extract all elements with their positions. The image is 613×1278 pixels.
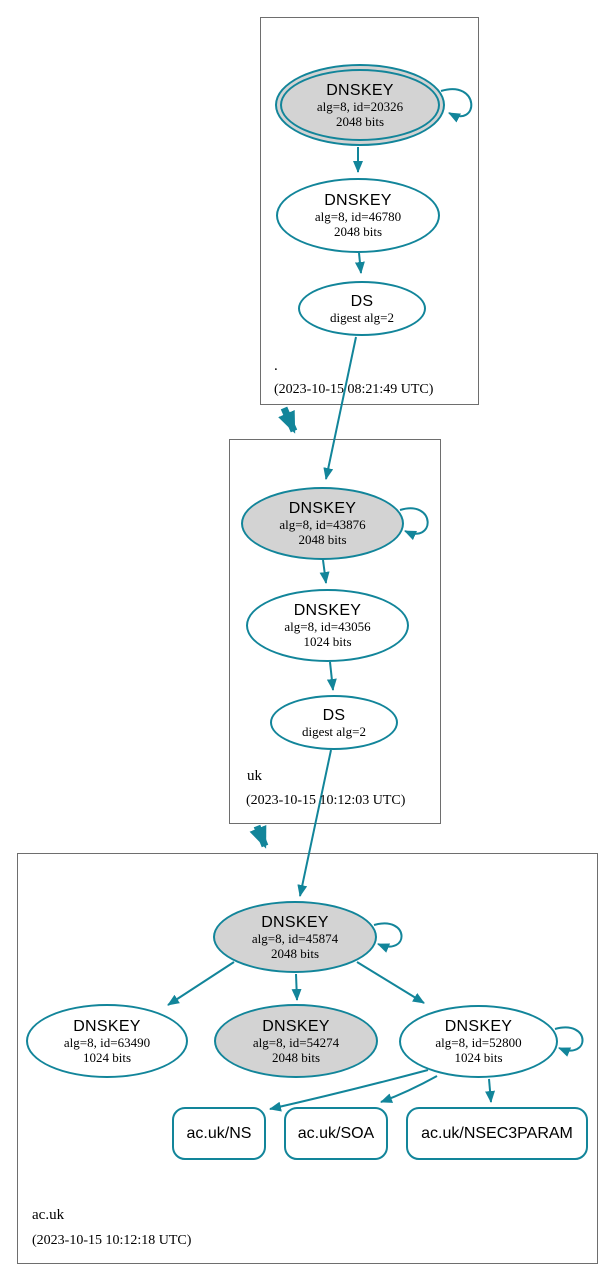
node-bits: 1024 bits (303, 634, 352, 649)
node-bits: 1024 bits (82, 1049, 132, 1065)
node-bits: 2048 bits (271, 1049, 321, 1065)
rrset-label: ac.uk/NSEC3PARAM (421, 1124, 573, 1142)
zone-timestamp-ac-uk: (2023-10-15 10:12:18 UTC) (32, 1233, 192, 1248)
edge-delegation-root-uk (278, 406, 298, 434)
node-detail: alg=8, id=43056 (284, 619, 371, 634)
rrset-soa[interactable]: ac.uk/SOA (284, 1107, 388, 1160)
acuk-ksk-node[interactable]: DNSKEY alg=8, id=45874 2048 bits (213, 901, 377, 973)
node-bits: 2048 bits (335, 113, 385, 129)
uk-ksk-node[interactable]: DNSKEY alg=8, id=43876 2048 bits (241, 487, 404, 560)
node-detail: alg=8, id=52800 (435, 1035, 522, 1050)
acuk-zsk-52800-node[interactable]: DNSKEY alg=8, id=52800 1024 bits (399, 1005, 558, 1078)
zone-timestamp-uk: (2023-10-15 10:12:03 UTC) (246, 793, 406, 808)
node-title: DNSKEY (293, 602, 362, 619)
node-title: DNSKEY (324, 192, 392, 209)
node-detail: alg=8, id=45874 (251, 930, 339, 946)
node-title: DNSKEY (288, 500, 357, 517)
rrset-ns[interactable]: ac.uk/NS (172, 1107, 266, 1160)
node-detail: digest alg=2 (301, 723, 367, 739)
node-title: DNSKEY (261, 913, 329, 931)
node-title: DS (350, 292, 374, 310)
acuk-ksk-54274-node[interactable]: DNSKEY alg=8, id=54274 2048 bits (214, 1004, 378, 1078)
rrset-label: ac.uk/NS (186, 1124, 252, 1142)
zone-label-uk: uk (247, 768, 262, 784)
node-title: DNSKEY (326, 81, 394, 99)
node-title: DNSKEY (73, 1017, 141, 1035)
zone-timestamp-root: (2023-10-15 08:21:49 UTC) (274, 382, 434, 397)
node-detail: alg=8, id=54274 (252, 1034, 340, 1050)
root-zsk-node[interactable]: DNSKEY alg=8, id=46780 2048 bits (276, 178, 440, 253)
acuk-zsk-63490-node[interactable]: DNSKEY alg=8, id=63490 1024 bits (26, 1004, 188, 1078)
node-detail: digest alg=2 (329, 309, 395, 325)
node-bits: 2048 bits (270, 945, 320, 961)
zone-label-ac-uk: ac.uk (32, 1207, 65, 1223)
node-bits: 1024 bits (454, 1050, 503, 1065)
node-detail: alg=8, id=63490 (63, 1034, 151, 1050)
root-ksk-node[interactable]: DNSKEY alg=8, id=20326 2048 bits (275, 64, 445, 146)
node-bits: 2048 bits (298, 532, 347, 547)
rrset-label: ac.uk/SOA (297, 1124, 375, 1142)
node-detail: alg=8, id=46780 (314, 209, 402, 224)
node-detail: alg=8, id=20326 (316, 98, 404, 114)
node-title: DNSKEY (262, 1017, 330, 1035)
root-ds-node[interactable]: DS digest alg=2 (298, 281, 426, 336)
node-title: DNSKEY (444, 1018, 513, 1035)
uk-zsk-node[interactable]: DNSKEY alg=8, id=43056 1024 bits (246, 589, 409, 662)
node-title: DS (322, 706, 346, 724)
node-bits: 2048 bits (333, 224, 383, 239)
node-detail: alg=8, id=43876 (279, 517, 366, 532)
rrset-nsec3param[interactable]: ac.uk/NSEC3PARAM (406, 1107, 588, 1160)
uk-ds-node[interactable]: DS digest alg=2 (270, 695, 398, 750)
zone-label-root: . (274, 358, 278, 374)
edge-delegation-uk-acuk (249, 824, 269, 849)
